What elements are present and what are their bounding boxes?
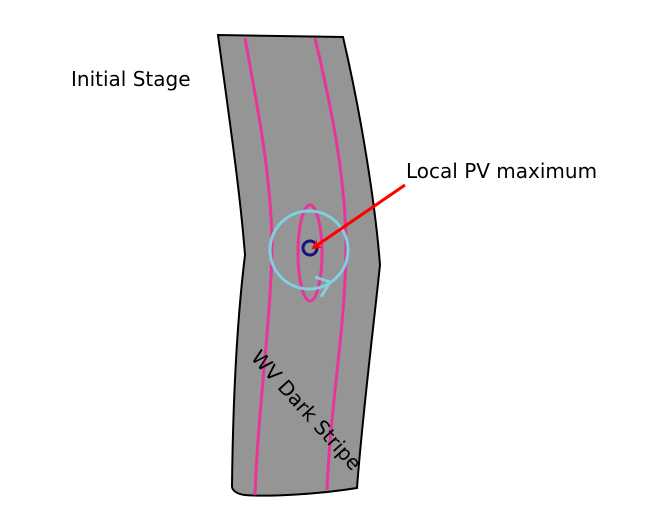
pv-max-contour	[296, 203, 324, 303]
circulation-arrow-icon	[314, 275, 333, 298]
pointer-arrow	[311, 183, 406, 250]
pv-contour-left	[243, 37, 274, 496]
pv-contour-right	[313, 37, 348, 491]
stage-label: Initial Stage	[71, 67, 191, 91]
pv-max-label: Local PV maximum	[406, 159, 597, 183]
circulation-circle	[268, 209, 350, 291]
